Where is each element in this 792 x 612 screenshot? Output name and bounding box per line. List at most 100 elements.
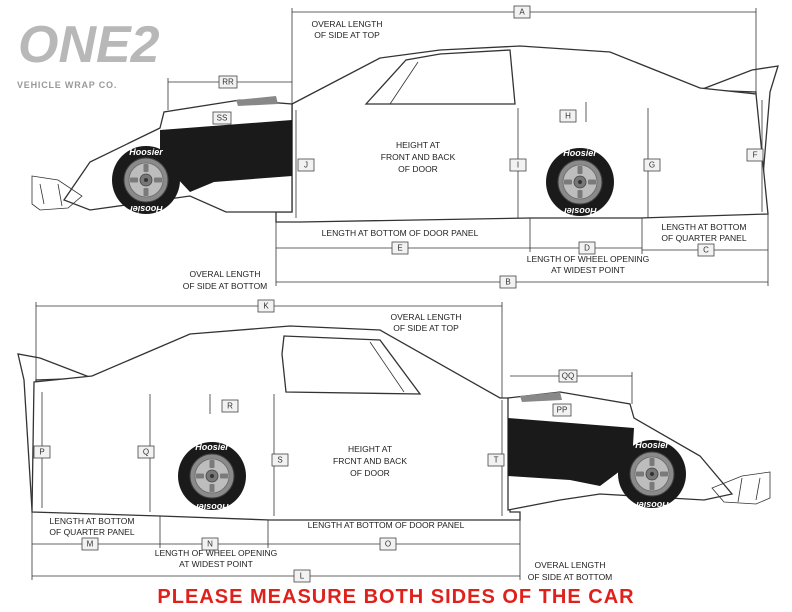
bottom-marker-l: L [293,569,311,583]
svg-text:C: C [703,246,709,255]
bottom-marker-pp: PP [552,403,572,417]
top-marker-g: G [643,158,661,172]
bottom-rear-wheel [177,441,247,511]
top-label-height-1: HEIGHT AT [396,140,440,150]
bottom-rear-tire-brand-lower: Hoosier [195,502,229,512]
bottom-marker-s: S [271,453,289,467]
top-car-airbox [236,96,278,106]
svg-text:G: G [649,161,655,170]
svg-text:I: I [517,161,519,170]
bottom-label-overall-bottom-1: OVERAL LENGTH [534,560,605,570]
top-label-wheel-2: AT WIDEST POINT [551,265,625,275]
bottom-marker-n: N [201,537,219,551]
svg-text:PP: PP [557,406,568,415]
top-label-quarter-2: OF QUARTER PANEL [661,233,746,243]
bottom-car-body [31,325,521,521]
top-label-quarter-1: LENGTH AT BOTTOM [661,222,746,232]
bottom-label-height-1: HEIGHT AT [348,444,392,454]
top-rear-wheel [545,147,615,217]
bottom-marker-q: Q [137,445,155,459]
bottom-car-nose-stripe [508,418,634,486]
top-label-overall-bottom-2: OF SIDE AT BOTTOM [183,281,268,291]
top-label-overall-top-2: OF SIDE AT TOP [314,30,380,40]
top-marker-ss: SS [212,111,232,125]
top-rear-tire-brand: Hoosier [563,148,597,158]
top-front-tire-brand: Hoosier [129,147,163,157]
logo-subtitle: VEHICLE WRAP CO. [17,80,117,90]
bottom-marker-o: O [379,537,397,551]
top-marker-f: F [746,148,764,162]
bottom-label-height-2: FRCNT AND BACK [333,456,407,466]
bottom-rear-tire-brand: Hoosier [195,442,229,452]
svg-text:P: P [39,448,44,457]
top-rear-tire-brand-lower: Hoosier [563,206,597,216]
top-marker-rr: RR [218,75,238,89]
top-marker-i: I [509,158,527,172]
top-marker-j: J [297,158,315,172]
svg-text:L: L [300,572,305,581]
bottom-front-tire-brand: Hoosier [635,440,669,450]
bottom-label-overall-top-1: OVERAL LENGTH [390,312,461,322]
bottom-label-quarter-2: OF QUARTER PANEL [49,527,134,537]
bottom-front-wheel [617,439,687,509]
bottom-marker-m: M [81,537,99,551]
top-label-overall-bottom-1: OVERAL LENGTH [189,269,260,279]
svg-text:J: J [304,161,308,170]
bottom-marker-qq: QQ [558,369,578,383]
bottom-marker-r: R [221,399,239,413]
svg-text:QQ: QQ [562,372,574,381]
bottom-label-overall-bottom-2: OF SIDE AT BOTTOM [528,572,613,582]
bottom-front-tire-brand-lower: Hoosier [635,500,669,510]
bottom-car-airbox [520,392,562,402]
bottom-car-window [281,335,422,395]
top-label-door-bottom: LENGTH AT BOTTOM OF DOOR PANEL [322,228,479,238]
svg-text:RR: RR [222,78,234,87]
top-car-diagram: Hoosier Hoosier Hoosier Hoosier OVERAL L… [31,5,779,291]
svg-text:S: S [277,456,282,465]
svg-text:B: B [505,278,510,287]
top-label-wheel-1: LENGTH OF WHEEL OPENING [527,254,649,264]
svg-text:D: D [584,244,590,253]
top-marker-h: H [559,109,577,123]
svg-text:N: N [207,540,213,549]
top-label-height-3: OF DOOR [398,164,438,174]
bottom-label-door-bottom: LENGTH AT BOTTOM OF DOOR PANEL [308,520,465,530]
top-front-tire-brand-lower: Hoosier [129,204,163,214]
bottom-label-quarter-1: LENGTH AT BOTTOM [49,516,134,526]
svg-text:Q: Q [143,448,149,457]
svg-text:E: E [397,244,402,253]
top-label-height-2: FRONT AND BACK [381,152,456,162]
svg-text:SS: SS [217,114,228,123]
bottom-marker-p: P [33,445,51,459]
bottom-marker-k: K [257,299,275,313]
bottom-label-overall-top-2: OF SIDE AT TOP [393,323,459,333]
top-car-window [364,49,516,105]
logo: ONE2 VEHICLE WRAP CO. [17,16,160,90]
bottom-label-height-3: OF DOOR [350,468,390,478]
bottom-marker-t: T [487,453,505,467]
top-label-overall-top-1: OVERAL LENGTH [311,19,382,29]
bottom-label-wheel-2: AT WIDEST POINT [179,559,253,569]
top-car-body [275,45,769,223]
top-marker-c: C [697,243,715,257]
bottom-label-wheel-1: LENGTH OF WHEEL OPENING [155,548,277,558]
top-marker-b: B [499,275,517,289]
top-car-bumper [31,175,83,211]
top-car-nose-stripe [160,120,292,192]
top-marker-a: A [513,5,531,19]
svg-text:T: T [494,456,499,465]
bottom-car-bumper [711,471,771,505]
svg-text:M: M [87,540,94,549]
svg-text:O: O [385,540,391,549]
svg-text:H: H [565,112,571,121]
bottom-car-diagram: Hoosier Hoosier Hoosier Hoosier OVERAL L… [17,299,771,583]
svg-text:R: R [227,402,233,411]
svg-text:F: F [753,151,758,160]
logo-wordmark: ONE2 [18,16,160,74]
svg-text:K: K [263,302,269,311]
svg-text:A: A [519,8,525,17]
top-marker-d: D [578,241,596,255]
top-marker-e: E [391,241,409,255]
footer-instruction: PLEASE MEASURE BOTH SIDES OF THE CAR [157,586,634,608]
